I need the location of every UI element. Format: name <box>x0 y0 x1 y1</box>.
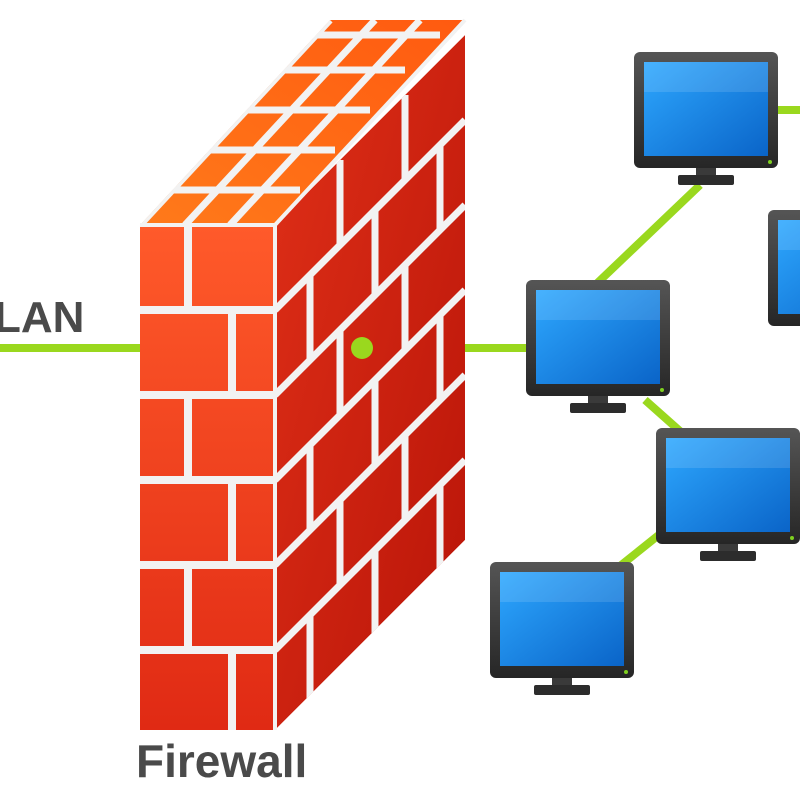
computer-hub <box>526 280 670 413</box>
firewall-top-face <box>140 20 465 225</box>
firewall-front-face <box>140 225 275 730</box>
computer-right-partial <box>768 210 800 343</box>
computer-top <box>634 52 778 185</box>
firewall-label: Firewall <box>136 735 308 787</box>
firewall-side-face <box>275 35 465 730</box>
link-hub-top <box>587 182 703 293</box>
lan-label: LAN <box>0 293 85 342</box>
firewall-port-node <box>351 337 373 359</box>
computer-bottom-left <box>490 562 634 695</box>
firewall-wall <box>140 18 467 730</box>
computer-lower-right <box>656 428 800 561</box>
